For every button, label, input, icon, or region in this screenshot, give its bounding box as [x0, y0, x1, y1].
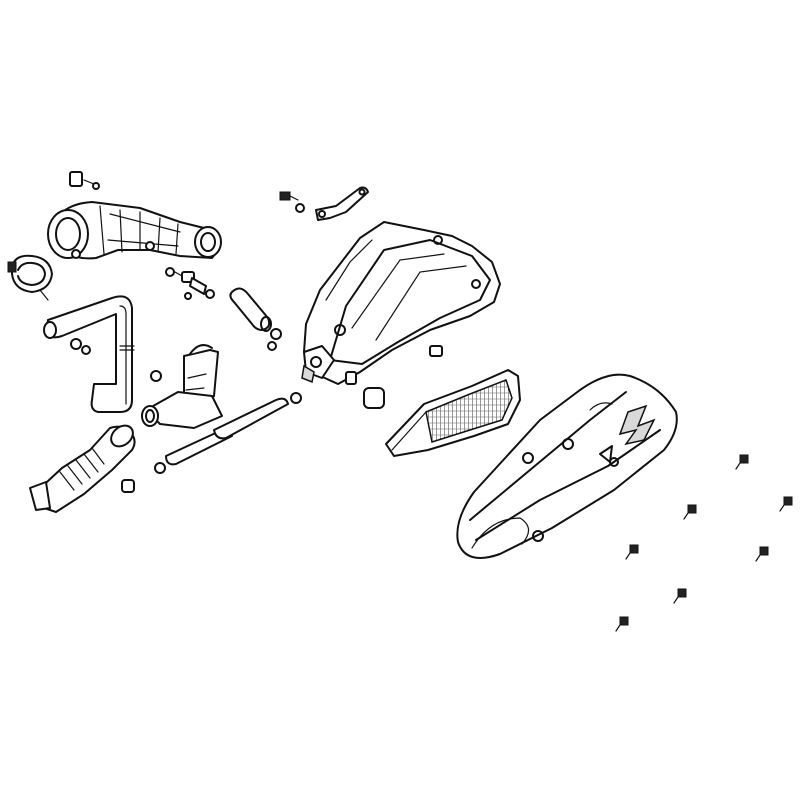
clip-a	[70, 338, 91, 355]
washer	[205, 289, 215, 299]
hose-clamp	[7, 254, 53, 301]
bolt-top	[279, 191, 305, 213]
inlet-snorkel	[29, 424, 136, 513]
long-hose-b	[213, 392, 302, 440]
cover-screw-4	[625, 544, 639, 560]
cover-screw-5	[755, 546, 769, 562]
fitting-small	[165, 267, 207, 300]
bolt-top-left	[69, 171, 100, 190]
clip-b	[150, 370, 162, 382]
gasket-small	[363, 387, 385, 409]
cover-screw-7	[615, 616, 629, 632]
short-hose	[229, 287, 282, 351]
strap-bracket	[315, 186, 369, 221]
cover-screw-1	[735, 454, 749, 470]
air-filter-element	[385, 369, 521, 457]
cover-screw-2	[779, 496, 793, 512]
cover-screw-3	[683, 504, 697, 520]
intake-bracket	[141, 344, 223, 429]
cover-screw-6	[673, 588, 687, 604]
airbox-housing	[301, 221, 501, 385]
intake-duct	[47, 201, 222, 260]
airbox-cover	[456, 373, 678, 559]
breather-pipe	[43, 295, 135, 413]
screw-small	[154, 462, 166, 474]
drain-cap	[121, 479, 135, 493]
